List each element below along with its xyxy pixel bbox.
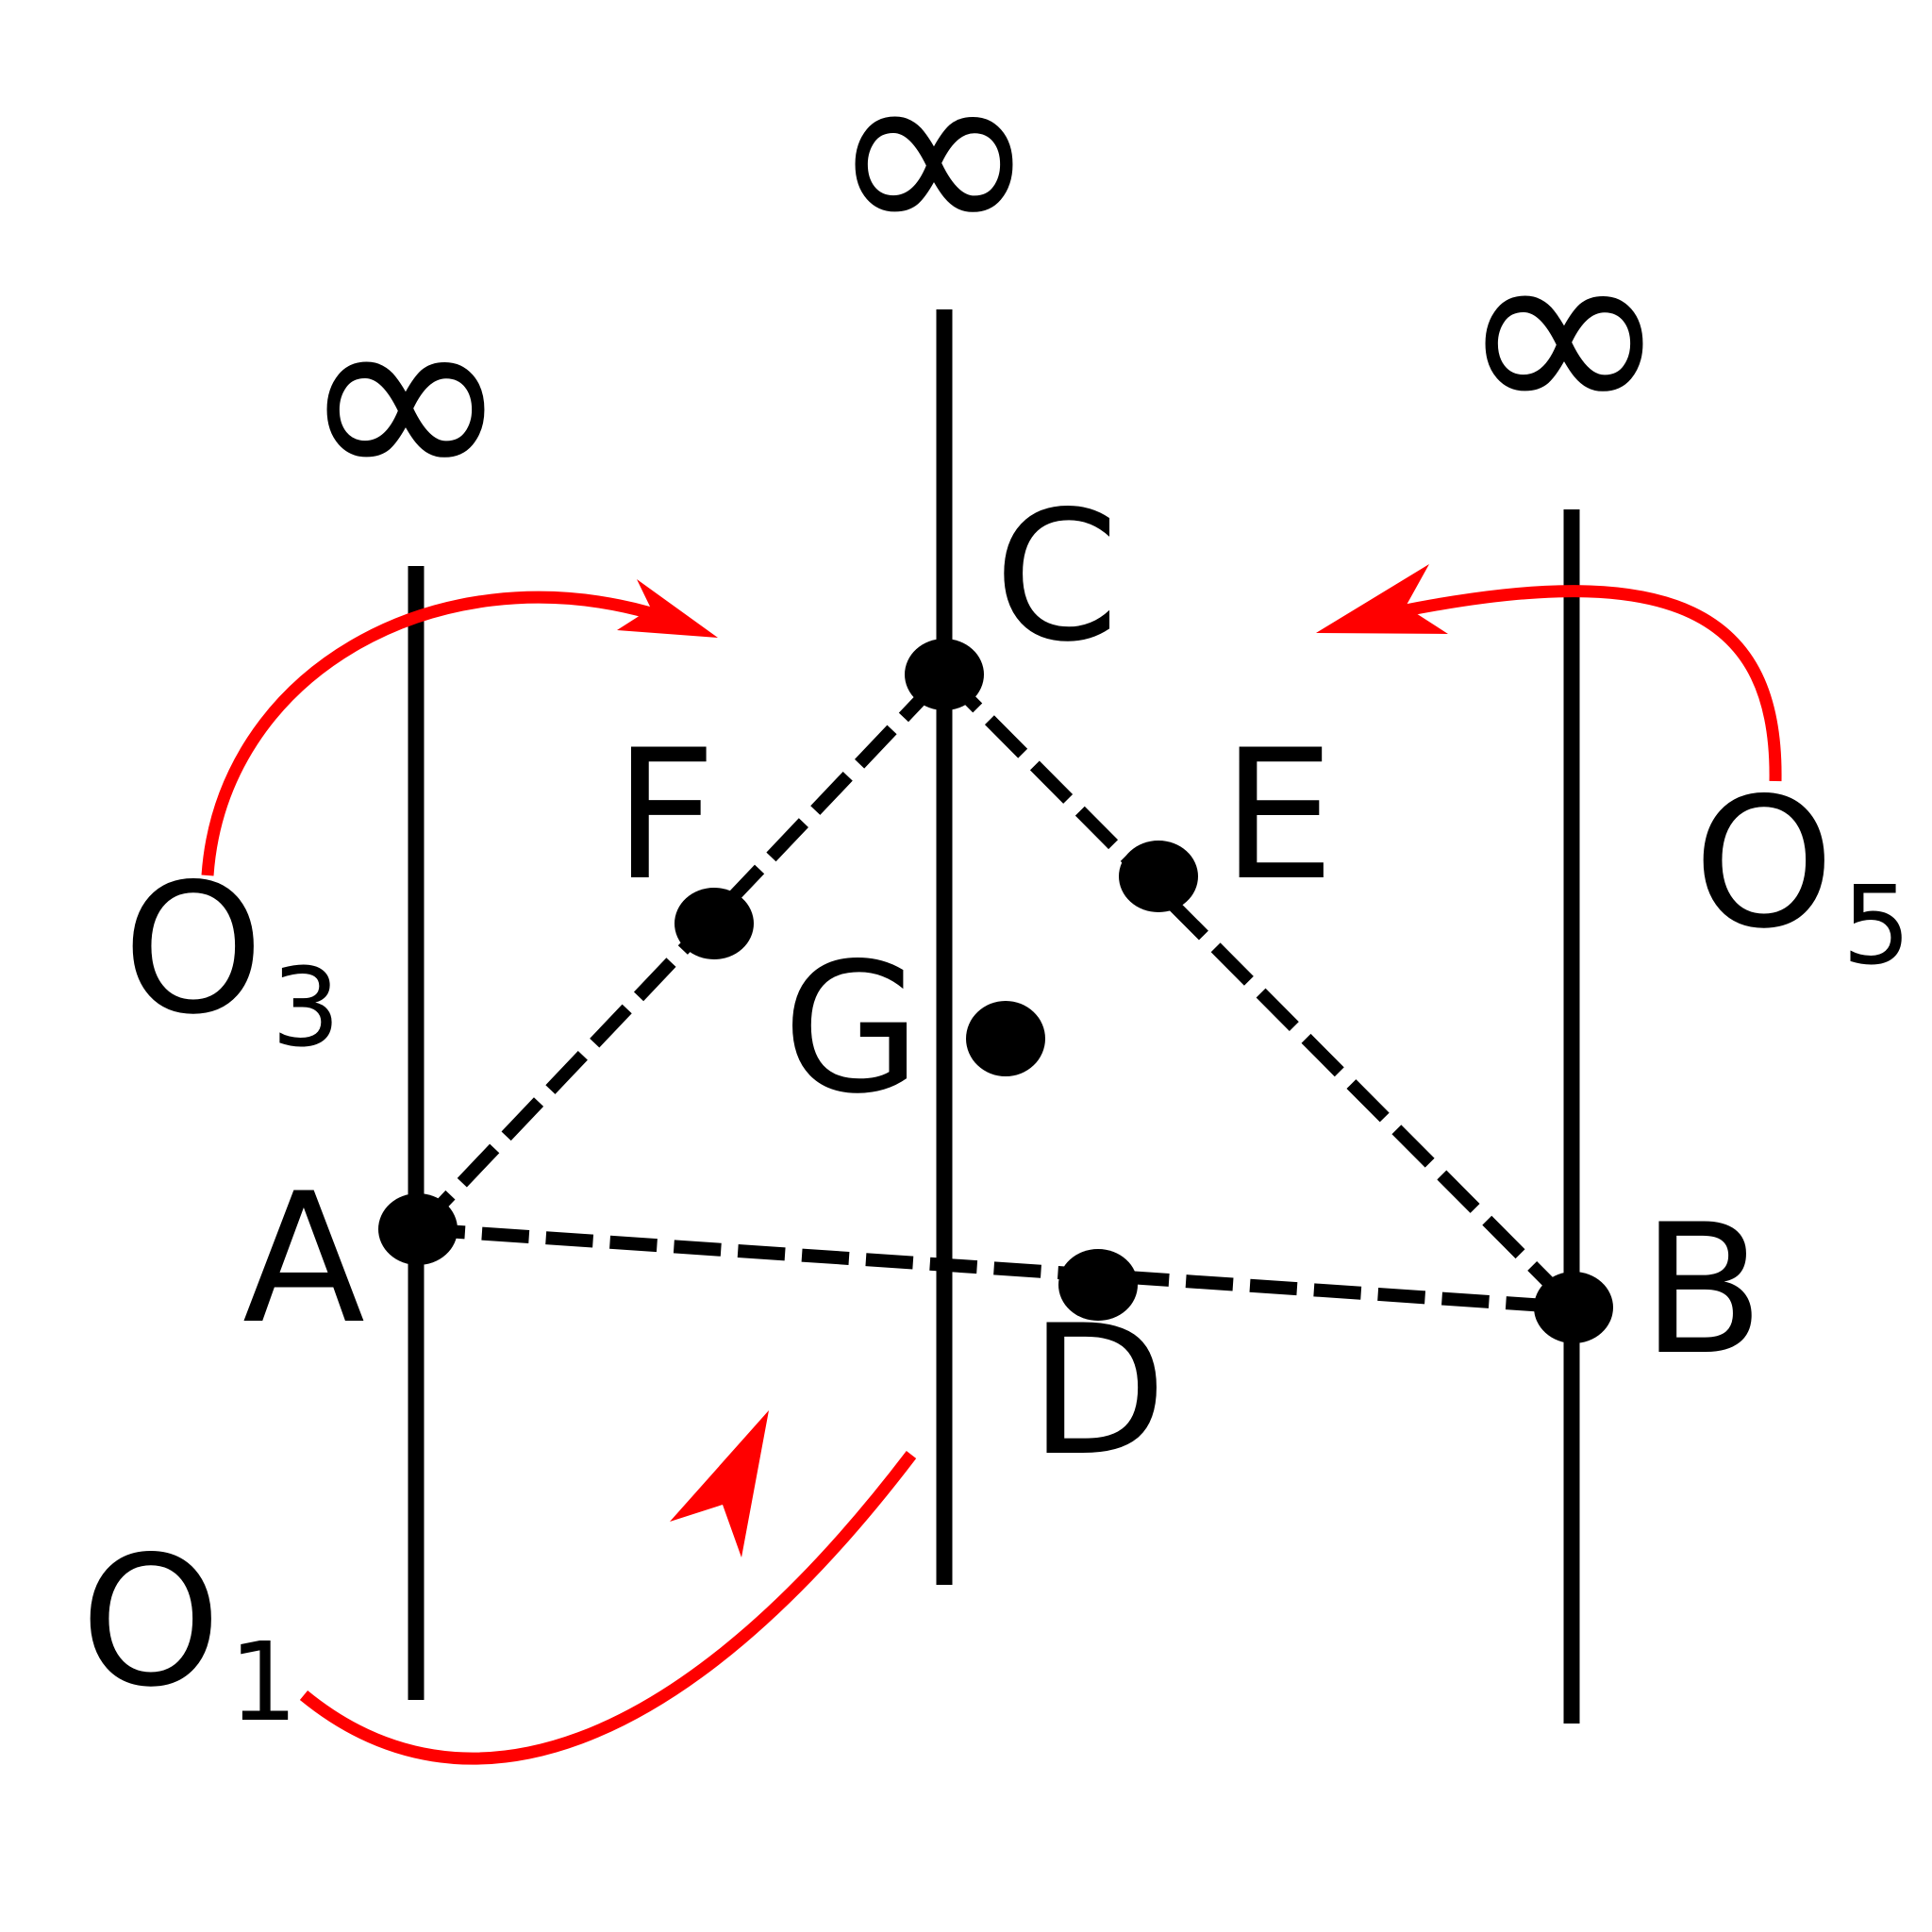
point-c-label: C xyxy=(994,473,1120,681)
point-a-label: A xyxy=(242,1155,365,1363)
side-ab-dashed xyxy=(417,1223,1574,1314)
infinity-label-left: ∞ xyxy=(300,249,512,546)
rotation-label-o5: O5 xyxy=(1693,759,1911,990)
rotation-label-o3: O3 xyxy=(123,845,341,1072)
rotation-label-o1-base: O xyxy=(80,1518,222,1726)
rotation-label-o3-sub: 3 xyxy=(272,945,341,1072)
point-g-label: G xyxy=(782,924,921,1133)
rotation-arrow-o3 xyxy=(201,579,718,876)
rotation-label-o1-sub: 1 xyxy=(229,1620,298,1746)
point-g-dot xyxy=(966,1001,1045,1076)
infinity-label-middle: ∞ xyxy=(828,4,1041,301)
point-e-dot xyxy=(1119,841,1198,912)
point-c-dot xyxy=(905,639,984,710)
point-d-label: D xyxy=(1029,1287,1167,1495)
point-d-dot xyxy=(1058,1249,1138,1321)
point-b-dot xyxy=(1534,1272,1613,1343)
rotation-arrow-o1 xyxy=(299,1410,917,1765)
rotation-label-o1: O1 xyxy=(80,1518,298,1746)
point-b-label: B xyxy=(1641,1186,1764,1394)
infinity-label-right: ∞ xyxy=(1458,183,1671,480)
point-f-dot xyxy=(675,888,754,959)
point-a-dot xyxy=(378,1193,458,1265)
rotation-arrow-o5 xyxy=(1316,564,1782,782)
rotation-label-o5-sub: 5 xyxy=(1842,863,1911,990)
side-bc-dashed xyxy=(940,670,1578,1312)
point-e-label: E xyxy=(1222,711,1335,920)
rotation-label-o3-base: O xyxy=(123,845,264,1054)
rotation-label-o5-base: O xyxy=(1693,759,1835,968)
point-f-label: F xyxy=(613,711,716,920)
